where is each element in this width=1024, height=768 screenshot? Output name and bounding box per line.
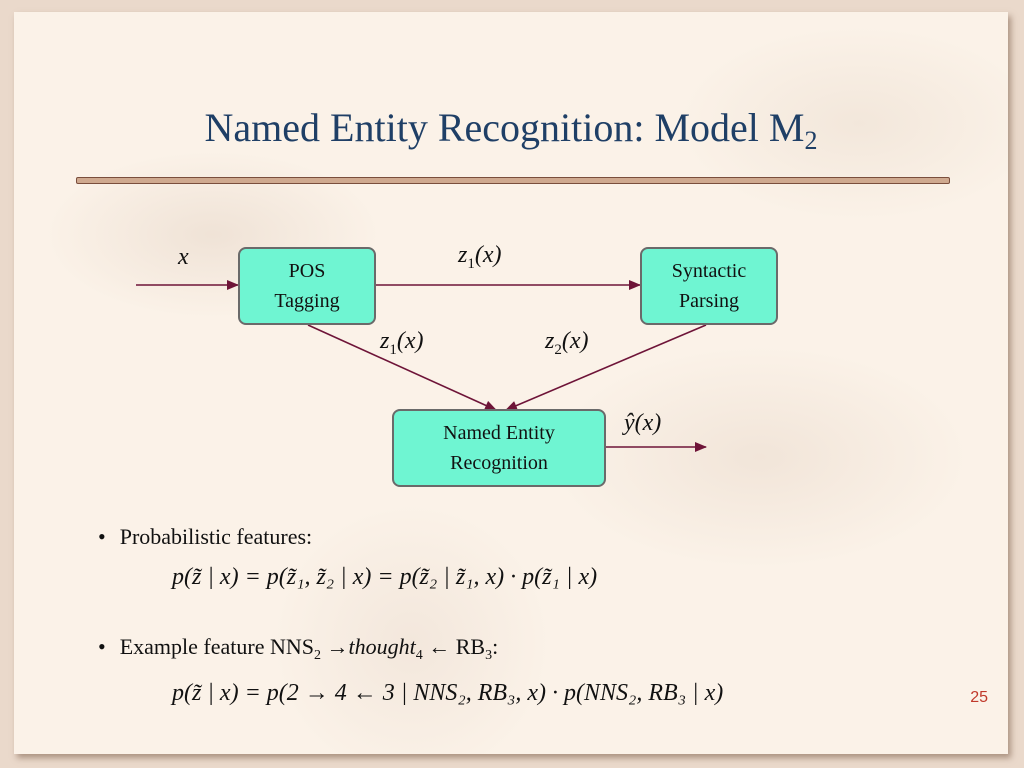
bullet-probabilistic: •Probabilistic features: — [98, 524, 313, 549]
slide: Named Entity Recognition: Model M2 — [14, 12, 1008, 754]
page-number: 25 — [970, 689, 988, 706]
input-label-x: x — [178, 244, 189, 270]
slide-title: Named Entity Recognition: Model M2 — [204, 105, 818, 155]
edge-label-right: z2(x) — [545, 328, 589, 358]
formula-example-feature: p(z̃ | x) = p(2 → 4 ← 3 | NNS₂, RB₃, x) … — [172, 680, 724, 706]
title-divider — [76, 177, 950, 184]
formula-probabilistic: p(z̃ | x) = p(z̃₁, z̃₂ | x) = p(z̃₂ | z̃… — [172, 564, 598, 590]
pos-tagging-box: POS Tagging — [238, 247, 376, 325]
edge-label-top: z1(x) — [458, 242, 502, 272]
arrow-pos-to-ner — [307, 324, 497, 411]
edge-label-left: z1(x) — [380, 328, 424, 358]
syntactic-parsing-box: Syntactic Parsing — [640, 247, 778, 325]
ner-box: Named Entity Recognition — [392, 409, 606, 487]
edge-label-output: ŷ(x) — [624, 410, 662, 436]
arrow-parsing-to-ner — [505, 324, 707, 411]
bullet-example-feature: •Example feature NNS2 →thought4 ← RB3: — [98, 634, 499, 663]
